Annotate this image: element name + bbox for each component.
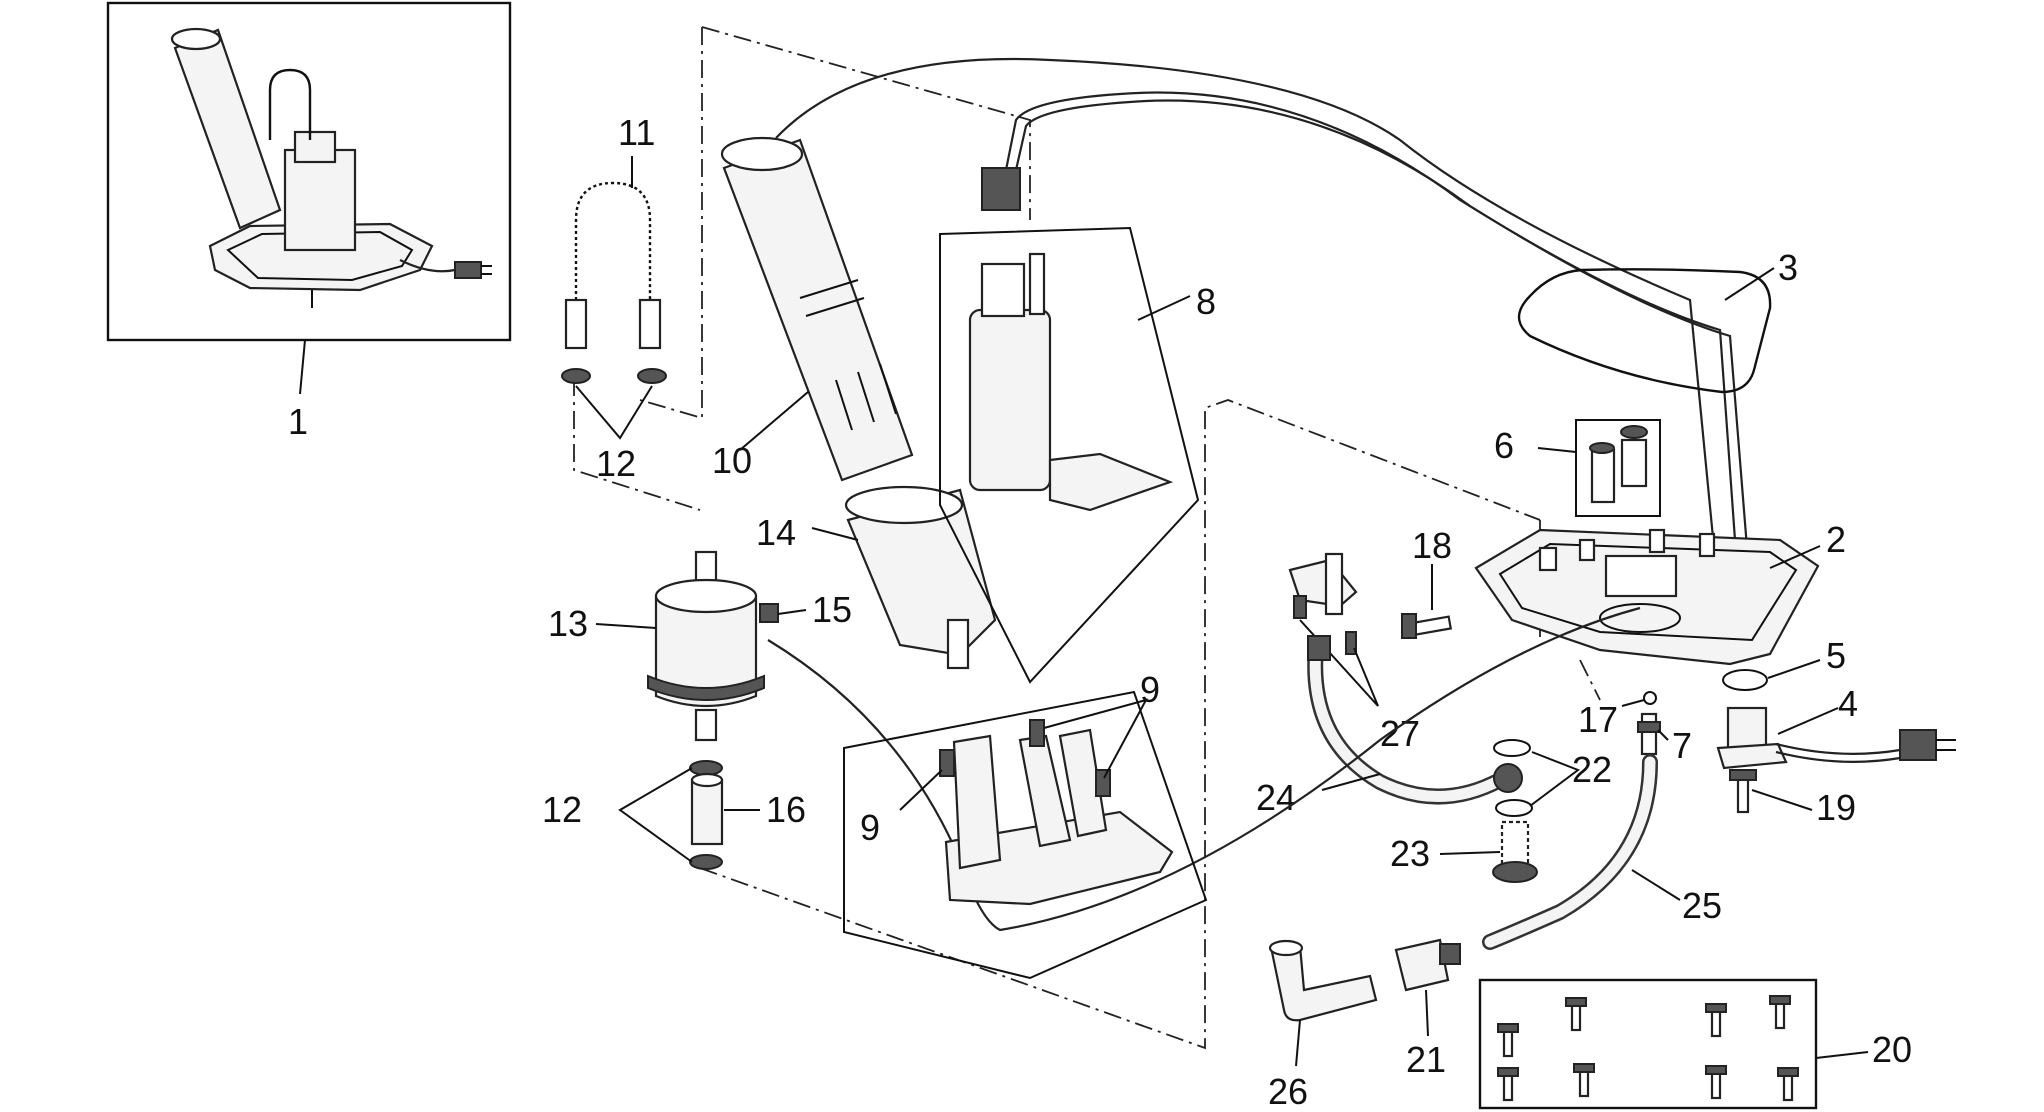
part-8-fuel-pump	[939, 226, 1200, 684]
part-27-fitting	[1288, 552, 1358, 655]
label-8: 8	[1196, 281, 1216, 322]
part-2-flange-plate	[1474, 528, 1820, 666]
part-25-hose	[1482, 754, 1658, 950]
part-15-clamp-screw	[759, 603, 779, 623]
label-6: 6	[1494, 425, 1514, 466]
label-19: 19	[1816, 787, 1856, 828]
label-23: 23	[1390, 833, 1430, 874]
part-7-hose-nipple	[1637, 712, 1661, 756]
label-1: 1	[288, 401, 308, 442]
label-16: 16	[766, 789, 806, 830]
label-12-lower: 12	[542, 789, 582, 830]
label-4: 4	[1838, 683, 1858, 724]
label-9-left: 9	[860, 807, 880, 848]
label-10: 10	[712, 440, 752, 481]
part-24-hose	[1307, 635, 1508, 805]
part-12-washer-upper-left	[561, 368, 591, 384]
part-14-filter-holder	[844, 485, 997, 670]
label-14: 14	[756, 512, 796, 553]
label-12-upper: 12	[596, 443, 636, 484]
pump-wire-connector	[981, 167, 1021, 211]
part-11-coiled-hose	[564, 181, 662, 350]
label-25: 25	[1682, 885, 1722, 926]
part-20-screw-set	[1478, 978, 1818, 1110]
label-24: 24	[1256, 777, 1296, 818]
label-9-right: 9	[1140, 669, 1160, 710]
part-9-pump-bracket	[843, 690, 1208, 980]
label-18: 18	[1412, 525, 1452, 566]
part-26-elbow-fitting	[1268, 939, 1378, 1022]
part-3-gasket	[1517, 268, 1772, 394]
part-18-bolt	[1401, 613, 1453, 639]
part-5-o-ring	[1722, 669, 1768, 691]
part-4-level-sensor	[1716, 706, 1956, 770]
part-6-kit	[1575, 419, 1661, 517]
part-21-quick-connector	[1394, 938, 1461, 992]
label-22: 22	[1572, 749, 1612, 790]
banjo-fitting	[1493, 763, 1523, 793]
label-26: 26	[1268, 1071, 1308, 1112]
part-16-pipe	[690, 772, 724, 846]
part-22-washer-upper	[1493, 739, 1531, 757]
label-21: 21	[1406, 1039, 1446, 1080]
part-12-washer-lower-bottom	[689, 854, 723, 870]
label-2: 2	[1826, 519, 1846, 560]
part-23-banjo-bolt	[1492, 820, 1538, 883]
part-22-washer-lower	[1495, 799, 1533, 817]
part-12-washer-upper-right	[637, 368, 667, 384]
part-1-pump-assembly-inset	[106, 1, 512, 342]
part-17-small-o-ring	[1643, 691, 1657, 705]
label-3: 3	[1778, 247, 1798, 288]
label-27: 27	[1380, 713, 1420, 754]
label-13: 13	[548, 603, 588, 644]
label-5: 5	[1826, 635, 1846, 676]
part-19-screw	[1729, 769, 1757, 814]
label-7: 7	[1672, 725, 1692, 766]
label-15: 15	[812, 589, 852, 630]
part-12-washer-lower-top	[689, 760, 723, 776]
label-17: 17	[1578, 699, 1618, 740]
part-10-filter-tube	[720, 136, 914, 482]
label-11: 11	[618, 112, 655, 153]
label-20: 20	[1872, 1029, 1912, 1070]
part-13-fuel-filter	[647, 550, 765, 742]
